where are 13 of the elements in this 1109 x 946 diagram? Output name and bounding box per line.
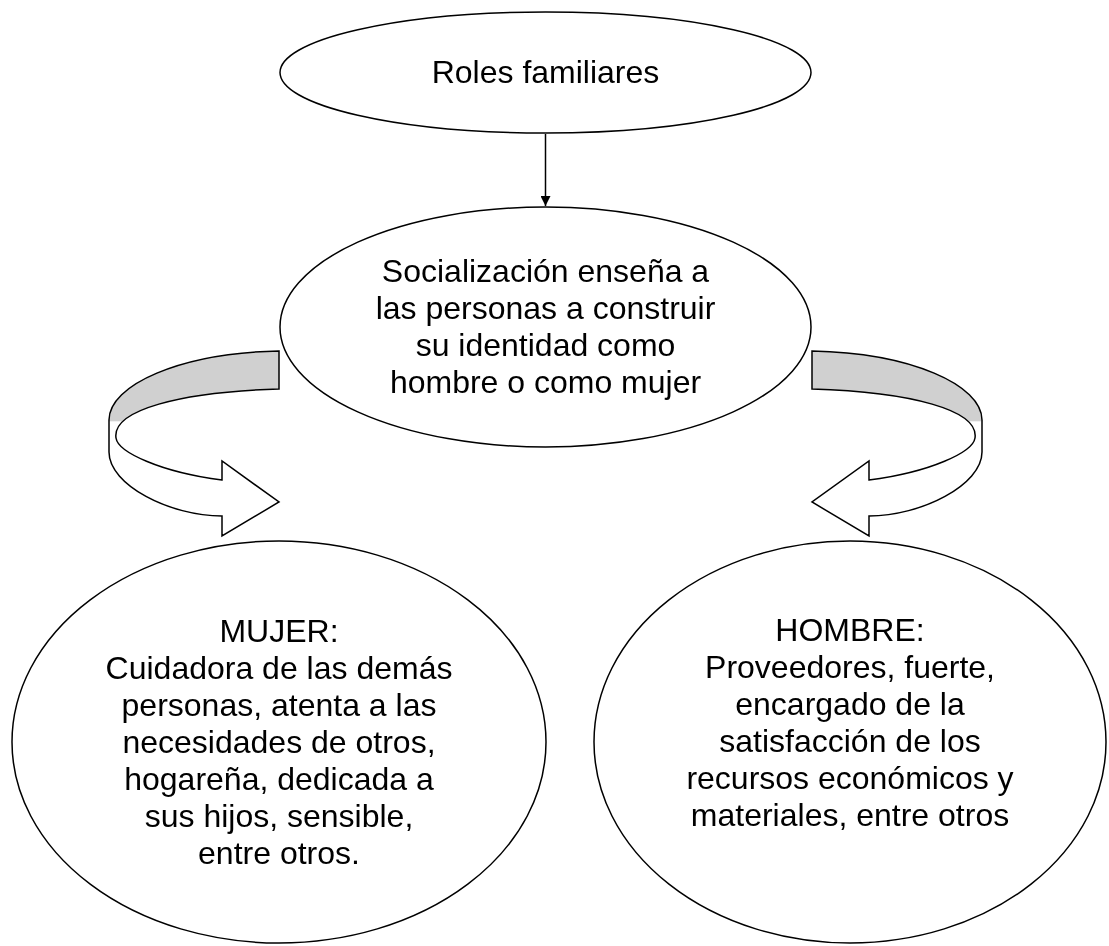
role-description: Cuidadora de las demás personas, atenta a las necesidades de otros, hogareña, dedicada a sus hijos, sensible, entre otros. <box>104 649 454 872</box>
arrow <box>540 133 551 207</box>
role-description: Proveedores, fuerte, encargado de la satisfacción de los recursos económicos y materiales, entre otros <box>685 649 1015 834</box>
role-heading: MUJER: <box>218 612 340 650</box>
topic-ellipse <box>279 11 812 134</box>
curved-block-arrow <box>811 350 983 537</box>
role-heading: HOMBRE: <box>774 612 926 649</box>
role-ellipse <box>593 540 1107 944</box>
curved-block-arrow <box>108 350 280 537</box>
node-label: Socialización enseña a las personas a construir su identidad como hombre o como mujer <box>374 253 717 401</box>
role-ellipse <box>11 540 547 944</box>
process-ellipse <box>279 206 812 448</box>
node-label: Roles familiares <box>430 54 661 91</box>
